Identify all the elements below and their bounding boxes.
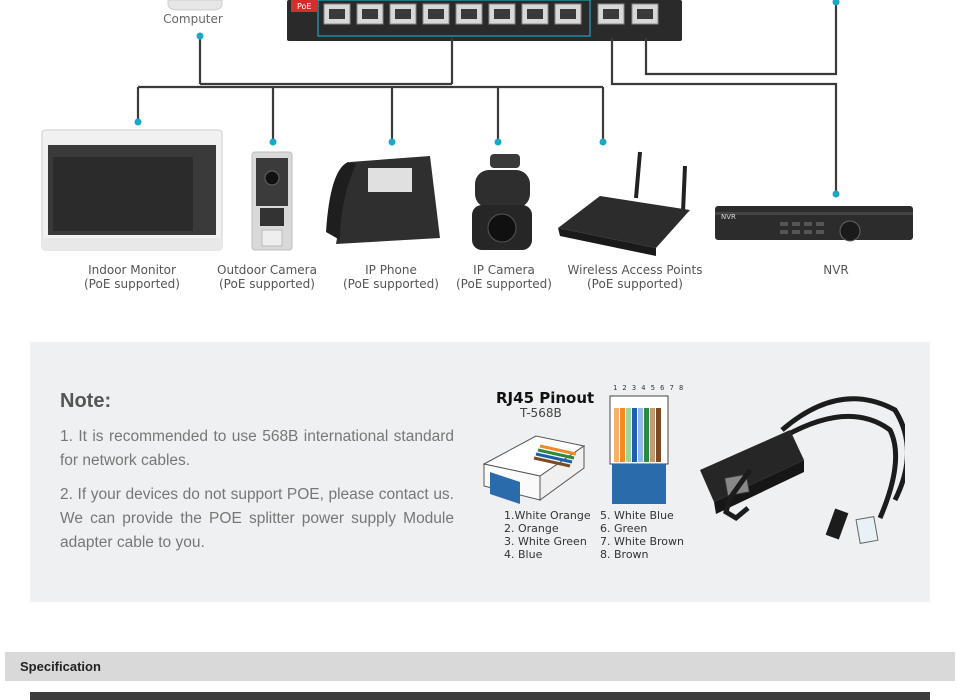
device-name: IP Phone [365, 263, 417, 277]
note-title: Note: [60, 390, 112, 412]
pin-item: 8. Brown [600, 548, 649, 561]
specification-label: Specification [20, 659, 101, 674]
poe-switch-icon: PoE [287, 0, 682, 41]
indoor-monitor-icon [41, 129, 223, 251]
switch-port-socket [494, 9, 510, 19]
device-label-ip-camera: IP Camera (PoE supported) [448, 263, 560, 291]
switch-port-socket [362, 9, 378, 19]
switch-port-socket [527, 9, 543, 19]
switch-port-socket [461, 9, 477, 19]
switch-port-socket [395, 9, 411, 19]
specification-header: Specification [5, 652, 955, 681]
device-label-ip-phone: IP Phone (PoE supported) [335, 263, 447, 291]
switch-port-socket [603, 9, 619, 19]
pin-color-diagram [609, 395, 669, 504]
device-label-wireless-access-points: Wireless Access Points (PoE supported) [560, 263, 710, 291]
pinout-title: RJ45 Pinout [496, 389, 595, 407]
pin-item: 6. Green [600, 522, 648, 535]
device-name: Outdoor Camera [217, 263, 317, 277]
pin-item: 2. Orange [504, 522, 559, 535]
wireless-access-point-icon [558, 151, 690, 256]
device-name: IP Camera [473, 263, 535, 277]
pin-item: 7. White Brown [600, 535, 684, 548]
pin-numbers: 1 2 3 4 5 6 7 8 [613, 384, 684, 392]
switch-badge: PoE [297, 2, 312, 11]
device-poe-note: (PoE supported) [456, 277, 552, 291]
poe-splitter-cable-icon [700, 396, 905, 544]
device-label-outdoor-camera: Outdoor Camera (PoE supported) [210, 263, 324, 291]
connector-lines [136, 0, 838, 194]
switch-port-socket [560, 9, 576, 19]
switch-port-socket [329, 9, 345, 19]
device-label-indoor-monitor: Indoor Monitor (PoE supported) [70, 263, 194, 291]
svg-text:NVR: NVR [721, 213, 736, 221]
network-topology-diagram: PoE [41, 0, 913, 256]
pinout-subtitle: T-568B [520, 406, 562, 420]
ip-phone-icon [326, 156, 440, 244]
device-poe-note: (PoE supported) [219, 277, 315, 291]
rj45-plug-icon [482, 435, 586, 504]
ip-camera-icon [472, 154, 532, 250]
spec-table-top-border [30, 692, 930, 700]
switch-port-socket [637, 9, 653, 19]
computer-label: Computer [163, 12, 223, 26]
pin-item: 1.White Orange [504, 509, 591, 522]
connector-nodes [134, 0, 840, 198]
pin-item: 4. Blue [504, 548, 543, 561]
note-paragraph-1: 1. It is recommended to use 568B interna… [60, 428, 454, 469]
outdoor-camera-icon [251, 151, 293, 251]
note-panel: Note: 1. It is recommended to use 568B i… [30, 342, 930, 602]
nvr-icon: NVR [715, 206, 913, 242]
device-name: Indoor Monitor [88, 263, 176, 277]
pinout-list-left: 1.White Orange 2. Orange 3. White Green … [504, 509, 591, 561]
device-poe-note: (PoE supported) [84, 277, 180, 291]
device-label-nvr: NVR [796, 263, 876, 277]
device-poe-note: (PoE supported) [343, 277, 439, 291]
pin-item: 5. White Blue [600, 509, 674, 522]
switch-port-socket [428, 9, 444, 19]
device-name: Wireless Access Points [567, 263, 703, 277]
pinout-list-right: 5. White Blue 6. Green 7. White Brown 8.… [600, 509, 684, 561]
pin-item: 3. White Green [504, 535, 587, 548]
note-paragraph-2: 2. If your devices do not support POE, p… [60, 486, 454, 551]
device-poe-note: (PoE supported) [587, 277, 683, 291]
computer-icon [167, 0, 223, 11]
switch-ports [323, 3, 659, 25]
device-name: NVR [823, 263, 849, 277]
